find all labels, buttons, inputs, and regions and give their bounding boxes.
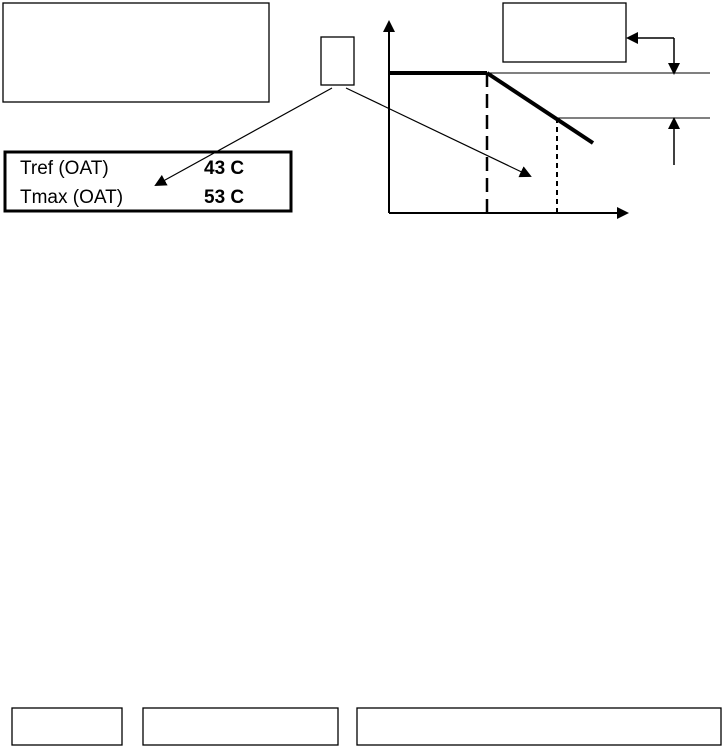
bottom-box-1 — [11, 707, 123, 746]
bottom-box-3 — [356, 707, 722, 746]
tmax-label: Tmax (OAT) — [20, 187, 123, 208]
arrow-to-table — [154, 87, 333, 186]
arrow-to-graph — [345, 87, 532, 178]
empty-box-top-right — [502, 2, 627, 63]
callout-box — [320, 36, 355, 86]
tmax-value: 53 C — [204, 187, 244, 208]
tref-value: 43 C — [204, 158, 244, 179]
value-table — [3, 150, 293, 213]
bottom-box-2 — [142, 707, 339, 746]
tref-label: Tref (OAT) — [20, 158, 109, 179]
curve-slope — [485, 71, 595, 145]
empty-box-top-left — [2, 2, 270, 103]
